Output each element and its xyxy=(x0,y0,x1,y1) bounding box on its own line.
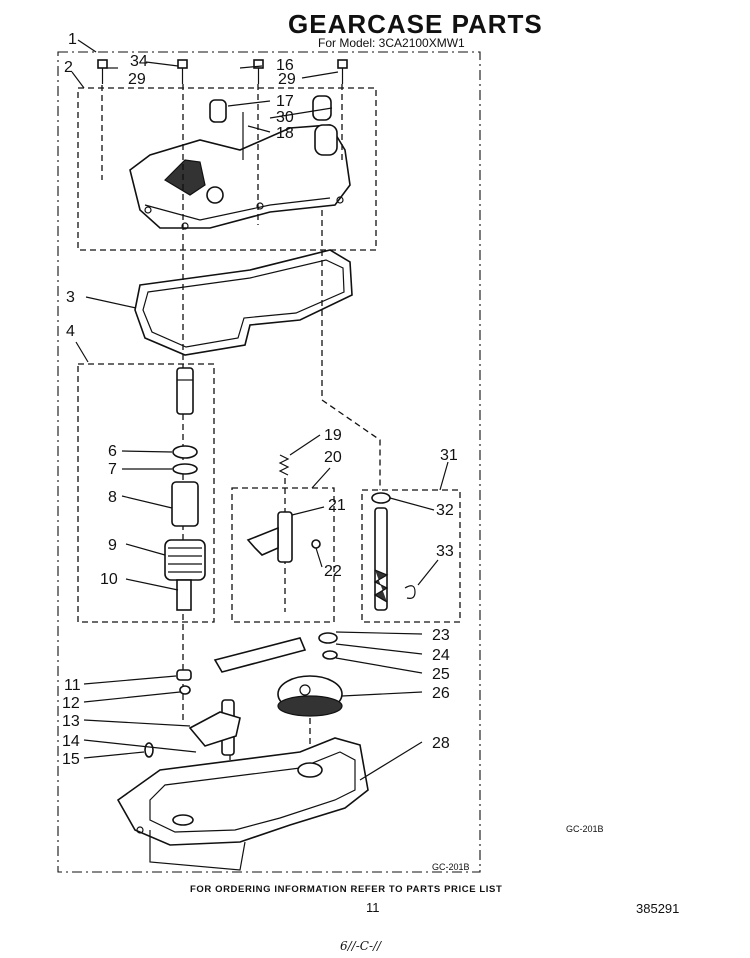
callout-labels: 1 2 3 4 6 7 8 9 10 11 12 13 14 15 16 17 … xyxy=(62,31,458,768)
callout-4: 4 xyxy=(66,323,75,340)
callout-1: 1 xyxy=(68,31,77,48)
callout-10: 10 xyxy=(100,571,118,588)
callout-29-left: 29 xyxy=(128,71,146,88)
page-title: GEARCASE PARTS xyxy=(288,9,543,39)
callout-2: 2 xyxy=(64,59,73,76)
callout-9: 9 xyxy=(108,537,117,554)
callout-25: 25 xyxy=(432,666,450,683)
page-number: 11 xyxy=(366,900,380,915)
diagram-code-bottom: GC-201B xyxy=(432,862,470,872)
pin-icon xyxy=(144,742,154,758)
pinion-assembly xyxy=(164,367,206,611)
callout-20: 20 xyxy=(324,449,342,466)
callout-22: 22 xyxy=(324,563,342,580)
bushing-icon xyxy=(209,99,227,123)
screw-icon xyxy=(97,59,348,84)
pinion-box-4 xyxy=(77,363,215,623)
callout-12: 12 xyxy=(62,695,80,712)
callout-18: 18 xyxy=(276,125,294,142)
callout-31: 31 xyxy=(440,447,458,464)
shift-box-20 xyxy=(231,487,335,623)
worm-box-31 xyxy=(361,489,461,623)
callout-8: 8 xyxy=(108,489,117,506)
callout-14: 14 xyxy=(62,733,80,750)
diagram-code-right: GC-201B xyxy=(566,824,604,834)
spacer-icon xyxy=(176,669,192,681)
callout-13: 13 xyxy=(62,713,80,730)
model-label: For Model: 3CA2100XMW1 xyxy=(318,36,465,50)
callout-24: 24 xyxy=(432,647,450,664)
gasket xyxy=(134,249,353,356)
callout-16: 16 xyxy=(276,57,294,74)
callout-23: 23 xyxy=(432,627,450,644)
shaft-crank-assembly xyxy=(188,699,241,756)
shift-fork-assembly xyxy=(246,454,321,563)
drive-gear-assembly xyxy=(213,632,343,717)
callout-30: 30 xyxy=(276,109,294,126)
callout-32: 32 xyxy=(436,502,454,519)
callout-26: 26 xyxy=(432,685,450,702)
callout-19: 19 xyxy=(324,427,342,444)
handwritten-note: 6//-C-// xyxy=(340,939,383,953)
worm-shaft xyxy=(371,492,416,611)
callout-7: 7 xyxy=(108,461,117,478)
assembly-box-1 xyxy=(57,51,481,873)
callout-17: 17 xyxy=(276,93,294,110)
callout-33: 33 xyxy=(436,543,454,560)
doc-number: 385291 xyxy=(636,901,679,916)
callout-11: 11 xyxy=(64,677,81,694)
callout-21: 21 xyxy=(328,497,346,514)
gearcase-cover xyxy=(129,124,351,230)
callout-29-right: 29 xyxy=(278,71,296,88)
callout-6: 6 xyxy=(108,443,117,460)
callout-15: 15 xyxy=(62,751,80,768)
ball-icon xyxy=(179,685,191,695)
ordering-note: FOR ORDERING INFORMATION REFER TO PARTS … xyxy=(190,884,502,895)
leader-lines xyxy=(71,39,449,781)
callout-34: 34 xyxy=(130,53,148,70)
callout-28: 28 xyxy=(432,735,450,752)
callout-3: 3 xyxy=(66,289,75,306)
gearcase-housing xyxy=(116,737,369,871)
